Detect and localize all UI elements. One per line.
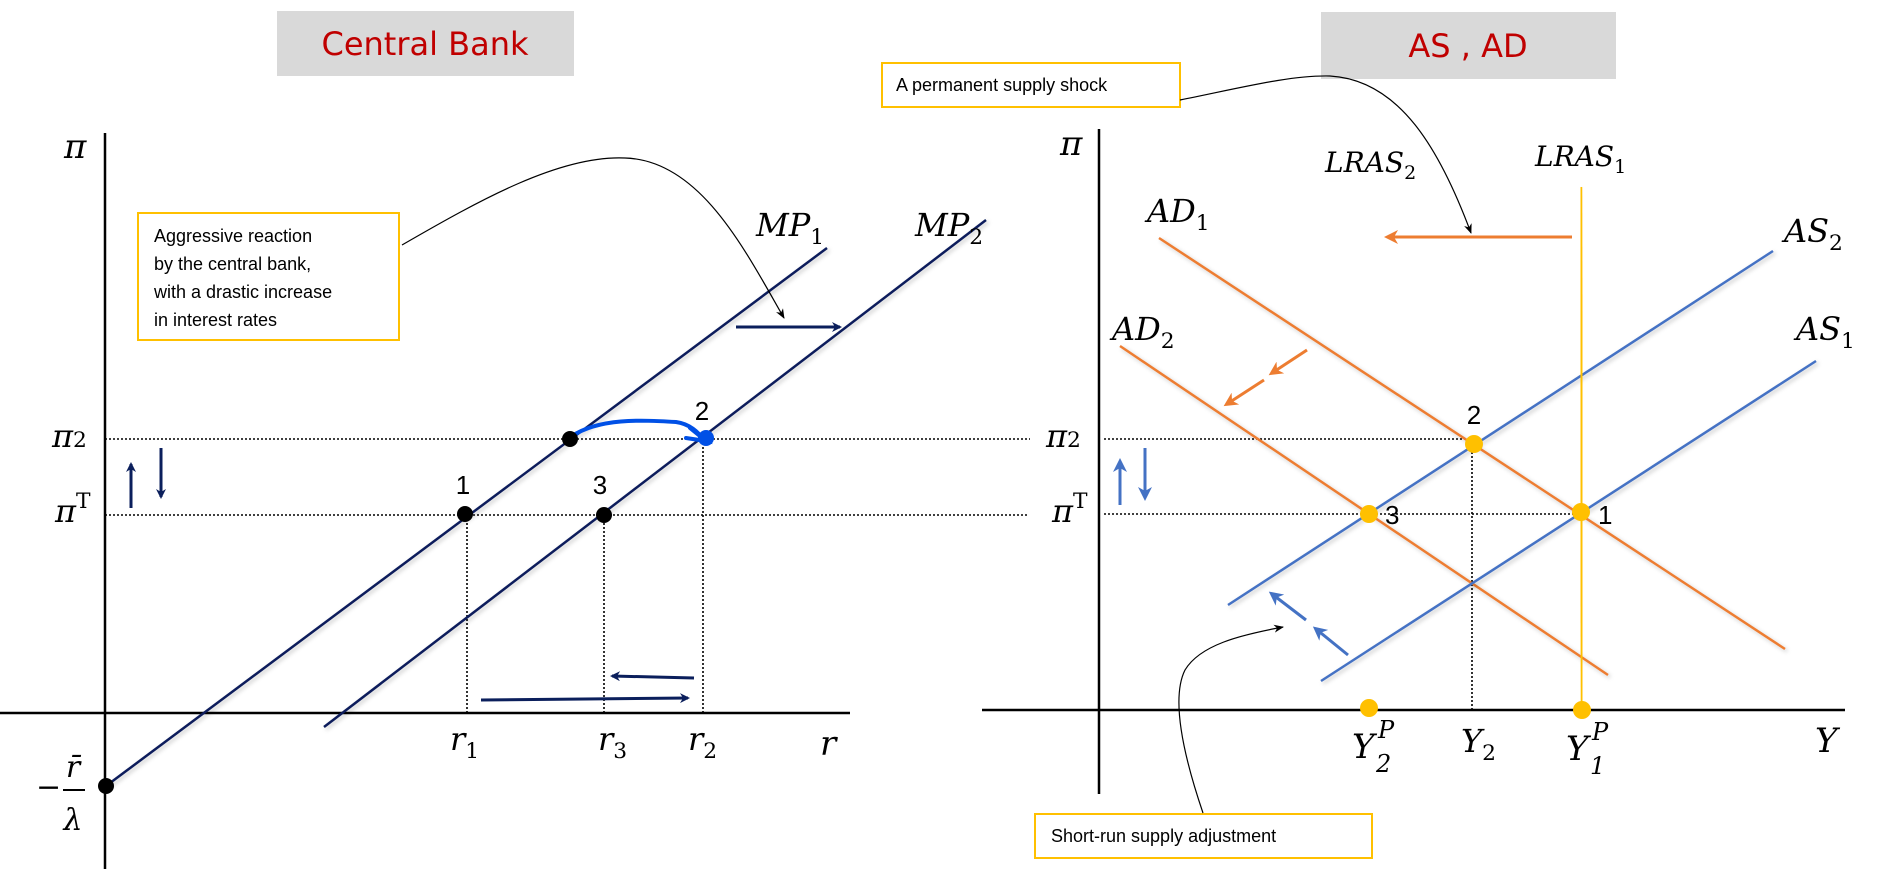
mp2-label: MP2 [914, 206, 983, 250]
y2-label: Y2 [1461, 722, 1496, 766]
as-ad-point-label-1: 1 [1598, 500, 1612, 530]
as2-label: AS2 [1781, 212, 1843, 256]
supply-shock-note-box [881, 62, 1181, 108]
equilibrium-point-2 [698, 430, 714, 446]
svg-text:r̄: r̄ [66, 750, 82, 785]
r-increase-arrow [480, 693, 690, 704]
mp1-label: MP1 [755, 206, 824, 250]
y-axis-label: Y [1815, 721, 1841, 761]
lras1-line [1579, 186, 1584, 711]
lras2-label: LRAS2 [1324, 146, 1416, 184]
as-ad-point-label-2: 2 [1467, 400, 1481, 430]
intercept-point [98, 778, 114, 794]
y2p-label: Y P 2 [1352, 716, 1395, 778]
as1-curve [1320, 359, 1817, 683]
r2-label: r2 [688, 720, 717, 764]
equilibrium-point-3 [596, 507, 612, 523]
mp2-curve [323, 219, 987, 728]
supply-shock-note: A permanent supply shock [896, 75, 1108, 95]
as-ad-point-2 [1465, 435, 1483, 453]
as-ad-panel: AS , AD A permanent supply shock 2 [881, 12, 1855, 859]
svg-text:P: P [1591, 718, 1609, 746]
r-axis-label: r [820, 724, 838, 764]
y1p-label: Y P 1 [1566, 718, 1609, 780]
svg-text:Y: Y [1352, 727, 1378, 767]
equilibrium-point-1 [457, 506, 473, 522]
annotation-pointer-arrow [401, 157, 785, 319]
intercept-label: − r̄ λ [36, 750, 85, 838]
lras1-label: LRAS1 [1534, 140, 1626, 178]
ad1-label: AD1 [1144, 192, 1210, 236]
as1-label: AS1 [1793, 310, 1855, 354]
short-run-adjustment-note: Short-run supply adjustment [1051, 826, 1276, 846]
y2p-point [1360, 699, 1378, 717]
piT-label: πT [54, 489, 91, 530]
ad2-label: AD2 [1109, 310, 1175, 354]
svg-text:−: − [36, 770, 61, 805]
point-label-1: 1 [456, 470, 470, 500]
as-ad-title: AS , AD [1408, 27, 1527, 65]
central-bank-title: Central Bank [321, 25, 529, 63]
ad-shift-arrow-1 [1268, 348, 1308, 376]
aggressive-reaction-note: Aggressive reaction by the central bank,… [153, 226, 337, 330]
short-run-adjustment-note-box [1034, 813, 1373, 859]
central-bank-title-box [277, 11, 574, 76]
as-shift-arrow-2 [1268, 591, 1307, 622]
as-shift-arrow-1 [1312, 626, 1349, 657]
as2-curve [1227, 249, 1774, 607]
as-ad-point-label-3: 3 [1385, 500, 1399, 530]
svg-text:λ: λ [62, 803, 82, 838]
central-bank-panel: Central Bank Aggressive reaction by the … [0, 11, 1030, 869]
r1-label: r1 [450, 720, 479, 764]
right-piT-label: πT [1051, 489, 1088, 530]
pi2-label: π2 [51, 417, 87, 455]
svg-text:Y: Y [1566, 729, 1592, 769]
supply-shock-pointer-arrow [1179, 75, 1472, 234]
right-pi2-label: π2 [1045, 417, 1081, 455]
r-decrease-arrow [610, 671, 695, 682]
svg-text:2: 2 [1375, 750, 1391, 778]
point-label-2: 2 [695, 396, 709, 426]
aggressive-reaction-note-box [137, 212, 400, 341]
mp1-point-pi2 [562, 431, 578, 447]
r3-label: r3 [598, 720, 627, 764]
as-ad-point-3 [1360, 505, 1378, 523]
short-run-pointer-arrow [1178, 624, 1284, 814]
left-pi-axis-label: π [63, 127, 87, 167]
as-ad-title-box [1321, 12, 1616, 79]
right-pi-axis-label: π [1059, 124, 1083, 164]
svg-text:1: 1 [1590, 752, 1605, 780]
ad-shift-arrow-2 [1223, 378, 1265, 407]
point-label-3: 3 [593, 470, 607, 500]
as-ad-point-1 [1572, 503, 1590, 521]
y1p-point [1573, 701, 1591, 719]
svg-text:P: P [1377, 716, 1395, 744]
